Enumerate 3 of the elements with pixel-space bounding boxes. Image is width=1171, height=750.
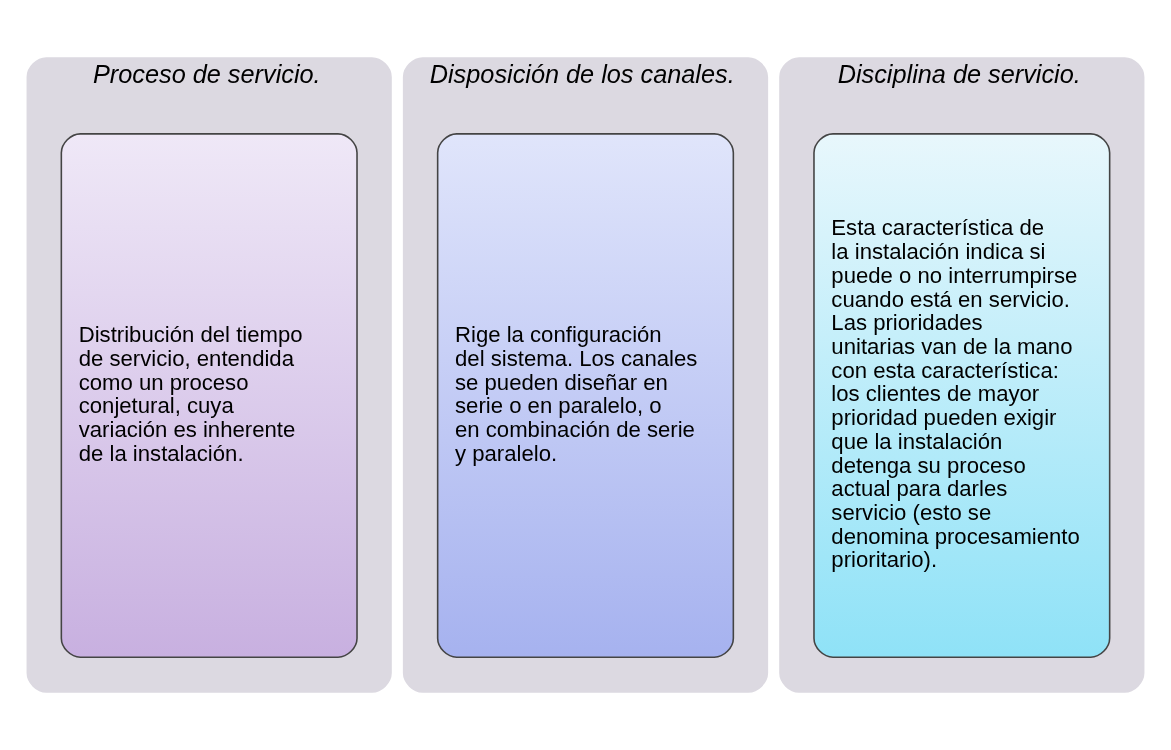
node-box: Distribución del tiempo de servicio, entendida como un proceso conjetural, cuya variación es inherente de la instalación. <box>60 133 358 659</box>
node-box: Rige la configuración del sistema. Los canales se pueden diseñar en serie o en paralelo, o en combinación de serie y paralelo. <box>436 133 735 659</box>
node-box: Esta característica de la instalación indica si puede o no interrumpirse cuando está en servicio. Las prioridades unitarias van de la mano con esta característica: los clientes de mayor prioridad pueden exigir que la instalación detenga su proceso actual para darles servicio (esto se denomina procesamiento prioritario). <box>813 133 1111 659</box>
